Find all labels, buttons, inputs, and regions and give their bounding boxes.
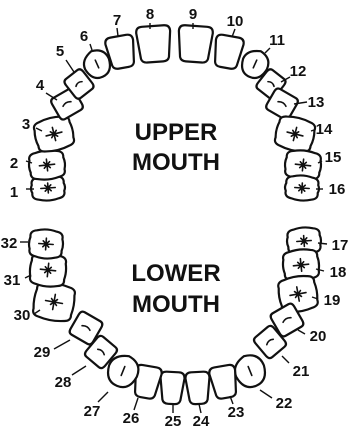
tooth-10[interactable] — [211, 34, 244, 70]
lower-mouth-label-line1: LOWER — [131, 260, 220, 287]
tooth-number-label: 29 — [34, 344, 51, 361]
tooth-16[interactable] — [284, 174, 320, 201]
lower-mouth-label-line2: MOUTH — [132, 291, 220, 318]
tooth-8[interactable] — [136, 25, 172, 63]
tooth-7-leader-line — [117, 28, 118, 36]
tooth-number-label: 6 — [80, 28, 88, 45]
tooth-14-leader-line — [311, 130, 314, 131]
tooth-number-label: 22 — [276, 395, 293, 412]
teeth-layer — [28, 25, 323, 405]
tooth-29-leader-line — [54, 340, 70, 349]
tooth-number-label: 15 — [325, 149, 342, 166]
tooth-20-leader-line — [298, 330, 305, 334]
tooth-8-crown — [136, 25, 172, 63]
tooth-number-label: 14 — [316, 121, 333, 138]
tooth-6-leader-line — [90, 44, 92, 50]
tooth-2[interactable] — [28, 149, 67, 182]
tooth-number-label: 11 — [269, 32, 285, 49]
tooth-number-label: 32 — [1, 235, 18, 252]
tooth-number-label: 1 — [10, 184, 18, 201]
tooth-number-label: 10 — [227, 13, 244, 30]
upper-mouth-label-line1: UPPER — [135, 119, 218, 146]
tooth-3[interactable] — [32, 113, 77, 154]
tooth-number-label: 7 — [113, 12, 121, 29]
tooth-17-leader-line — [318, 243, 327, 244]
tooth-number-label: 2 — [10, 155, 18, 172]
tooth-24[interactable] — [185, 371, 211, 404]
tooth-23-crown — [208, 364, 239, 400]
tooth-21-leader-line — [282, 356, 289, 363]
tooth-number-label: 4 — [36, 77, 45, 94]
tooth-28-leader-line — [72, 366, 86, 375]
tooth-25[interactable] — [159, 371, 185, 404]
tooth-10-crown — [211, 34, 244, 70]
tooth-number-label: 18 — [330, 264, 347, 281]
tooth-number-label: 8 — [146, 6, 154, 23]
tooth-25-crown — [159, 371, 185, 404]
tooth-14[interactable] — [273, 113, 318, 154]
tooth-number-label: 13 — [308, 94, 325, 111]
tooth-number-label: 23 — [228, 404, 245, 421]
tooth-number-label: 28 — [55, 374, 72, 391]
tooth-number-label: 27 — [84, 403, 101, 420]
tooth-24-leader-line — [199, 404, 201, 413]
tooth-32[interactable] — [28, 228, 64, 259]
tooth-number-label: 9 — [189, 6, 197, 23]
tooth-number-label: 3 — [22, 116, 30, 133]
tooth-number-labels: 1234567891011121314151617181920212223242… — [1, 6, 349, 430]
tooth-23[interactable] — [208, 364, 239, 400]
tooth-26-leader-line — [134, 398, 138, 410]
tooth-number-label: 31 — [4, 272, 21, 289]
tooth-27-leader-line — [98, 392, 108, 402]
tooth-number-label: 26 — [123, 410, 140, 427]
tooth-number-label: 19 — [324, 292, 341, 309]
tooth-22-leader-line — [260, 390, 272, 398]
tooth-number-label: 21 — [293, 363, 310, 380]
tooth-number-label: 12 — [290, 63, 307, 80]
tooth-number-label: 24 — [193, 413, 210, 430]
tooth-number-label: 17 — [332, 237, 349, 254]
tooth-number-label: 20 — [310, 328, 327, 345]
tooth-5-leader-line — [66, 60, 74, 72]
tooth-number-label: 25 — [165, 413, 182, 430]
tooth-number-label: 30 — [14, 307, 31, 324]
tooth-9-crown — [177, 25, 213, 63]
tooth-9[interactable] — [177, 25, 213, 63]
tooth-number-label: 16 — [329, 181, 346, 198]
tooth-number-label: 5 — [56, 43, 64, 60]
tooth-24-crown — [185, 371, 211, 404]
upper-mouth-label-line2: MOUTH — [132, 149, 220, 176]
